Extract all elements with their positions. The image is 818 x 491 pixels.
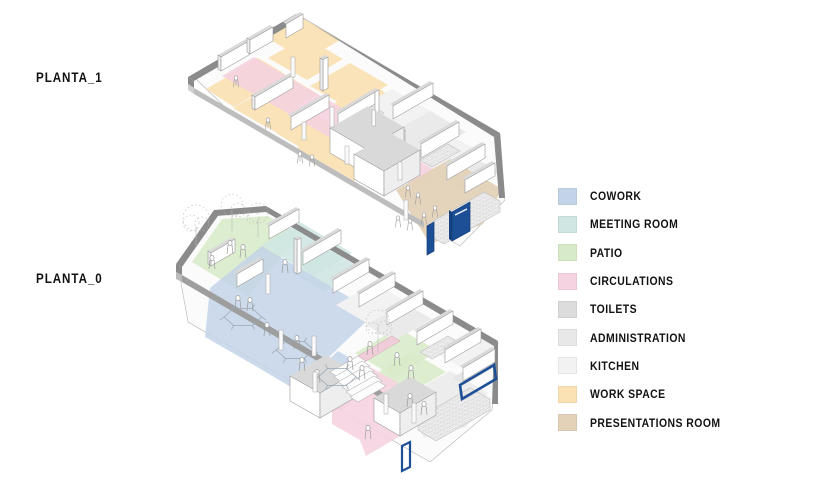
legend-swatch-administration <box>558 329 577 347</box>
upper-human-figures <box>233 75 438 231</box>
legend-item-circulations[interactable]: CIRCULATIONS <box>558 267 808 295</box>
legend-swatch-meeting-room <box>558 215 577 233</box>
plan-label-planta-0: PLANTA_0 <box>36 271 103 286</box>
lower-staircase <box>329 335 401 403</box>
legend-swatch-patio <box>558 244 577 262</box>
legend-swatch-work-space <box>558 385 577 403</box>
legend-label-toilets: TOILETS <box>590 302 638 317</box>
lower-human-figures <box>208 240 428 440</box>
legend-item-toilets[interactable]: TOILETS <box>558 295 808 323</box>
legend-label-cowork: COWORK <box>590 189 642 204</box>
legend-swatch-presentations-room <box>558 414 577 432</box>
legend-item-meeting-room[interactable]: MEETING ROOM <box>558 210 808 238</box>
legend-label-work-space: WORK SPACE <box>590 387 666 402</box>
lower-columns <box>265 273 417 424</box>
legend-label-presentations-room: PRESENTATIONS ROOM <box>590 415 721 430</box>
upper-perimeter-wall <box>188 14 505 228</box>
legend-swatch-cowork <box>558 187 577 205</box>
legend-item-work-space[interactable]: WORK SPACE <box>558 380 808 408</box>
legend-item-presentations-room[interactable]: PRESENTATIONS ROOM <box>558 408 808 436</box>
lower-patio-trees <box>182 193 393 352</box>
legend-label-meeting-room: MEETING ROOM <box>590 217 679 232</box>
lower-entrance-doors <box>400 362 498 473</box>
legend-swatch-toilets <box>558 300 577 318</box>
legend-swatch-kitchen <box>558 357 577 375</box>
legend: COWORK MEETING ROOM PATIO CIRCULATIONS T… <box>558 182 808 437</box>
legend-item-patio[interactable]: PATIO <box>558 239 808 267</box>
legend-swatch-circulations <box>558 272 577 290</box>
plan-label-planta-1: PLANTA_1 <box>36 70 103 85</box>
legend-label-kitchen: KITCHEN <box>590 358 640 373</box>
upper-entrance-doors <box>426 201 471 256</box>
legend-label-administration: ADMINISTRATION <box>590 330 686 345</box>
legend-item-administration[interactable]: ADMINISTRATION <box>558 323 808 351</box>
legend-label-circulations: CIRCULATIONS <box>590 274 674 289</box>
legend-item-kitchen[interactable]: KITCHEN <box>558 352 808 380</box>
lower-partition-walls <box>207 207 496 437</box>
upper-columns <box>290 56 409 221</box>
legend-label-patio: PATIO <box>590 245 623 260</box>
legend-item-cowork[interactable]: COWORK <box>558 182 808 210</box>
